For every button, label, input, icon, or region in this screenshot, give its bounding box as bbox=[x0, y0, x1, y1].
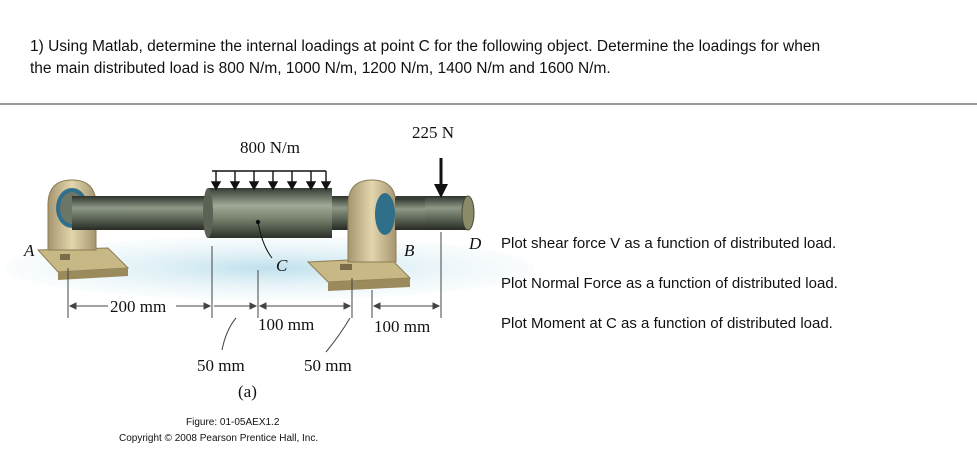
dimension-lines bbox=[67, 232, 442, 353]
task-item: Plot Moment at C as a function of distri… bbox=[501, 315, 833, 332]
distributed-load-label: 800 N/m bbox=[240, 138, 300, 157]
shaft-large-section bbox=[208, 188, 332, 238]
question-line-1: 1) Using Matlab, determine the internal … bbox=[30, 38, 821, 55]
dim-50-left-label: 50 mm bbox=[197, 356, 245, 375]
dim-200-label: 200 mm bbox=[110, 297, 166, 316]
divider bbox=[0, 103, 977, 105]
figure-id: Figure: 01-05AEX1.2 bbox=[186, 417, 280, 428]
label-d: D bbox=[468, 234, 482, 253]
question-line-2: the main distributed load is 800 N/m, 10… bbox=[30, 60, 611, 77]
point-load-label: 225 N bbox=[412, 123, 454, 142]
task-item: Plot shear force V as a function of dist… bbox=[501, 235, 837, 252]
task-list: Plot shear force V as a function of dist… bbox=[501, 224, 838, 344]
label-a: A bbox=[23, 241, 35, 260]
point-c-leader bbox=[257, 221, 273, 259]
label-c: C bbox=[276, 256, 288, 275]
copyright-text: Copyright © 2008 Pearson Prentice Hall, … bbox=[119, 433, 318, 444]
task-item: Plot Normal Force as a function of distr… bbox=[501, 275, 838, 292]
dim-100-right-label: 100 mm bbox=[374, 317, 430, 336]
shaft-end-d bbox=[461, 195, 475, 231]
right-bearing bbox=[306, 179, 425, 291]
dim-50-right-label: 50 mm bbox=[304, 356, 352, 375]
dim-100-left-label: 100 mm bbox=[258, 315, 314, 334]
distributed-load-arrows bbox=[210, 170, 332, 191]
question-text: 1) Using Matlab, determine the internal … bbox=[30, 36, 950, 80]
label-b: B bbox=[404, 241, 415, 260]
figure-sublabel: (a) bbox=[238, 382, 257, 401]
point-load-arrow bbox=[434, 158, 448, 198]
shaft-figure: 800 N/m 225 N A B C D 200 mm 100 mm 100 … bbox=[5, 123, 535, 444]
